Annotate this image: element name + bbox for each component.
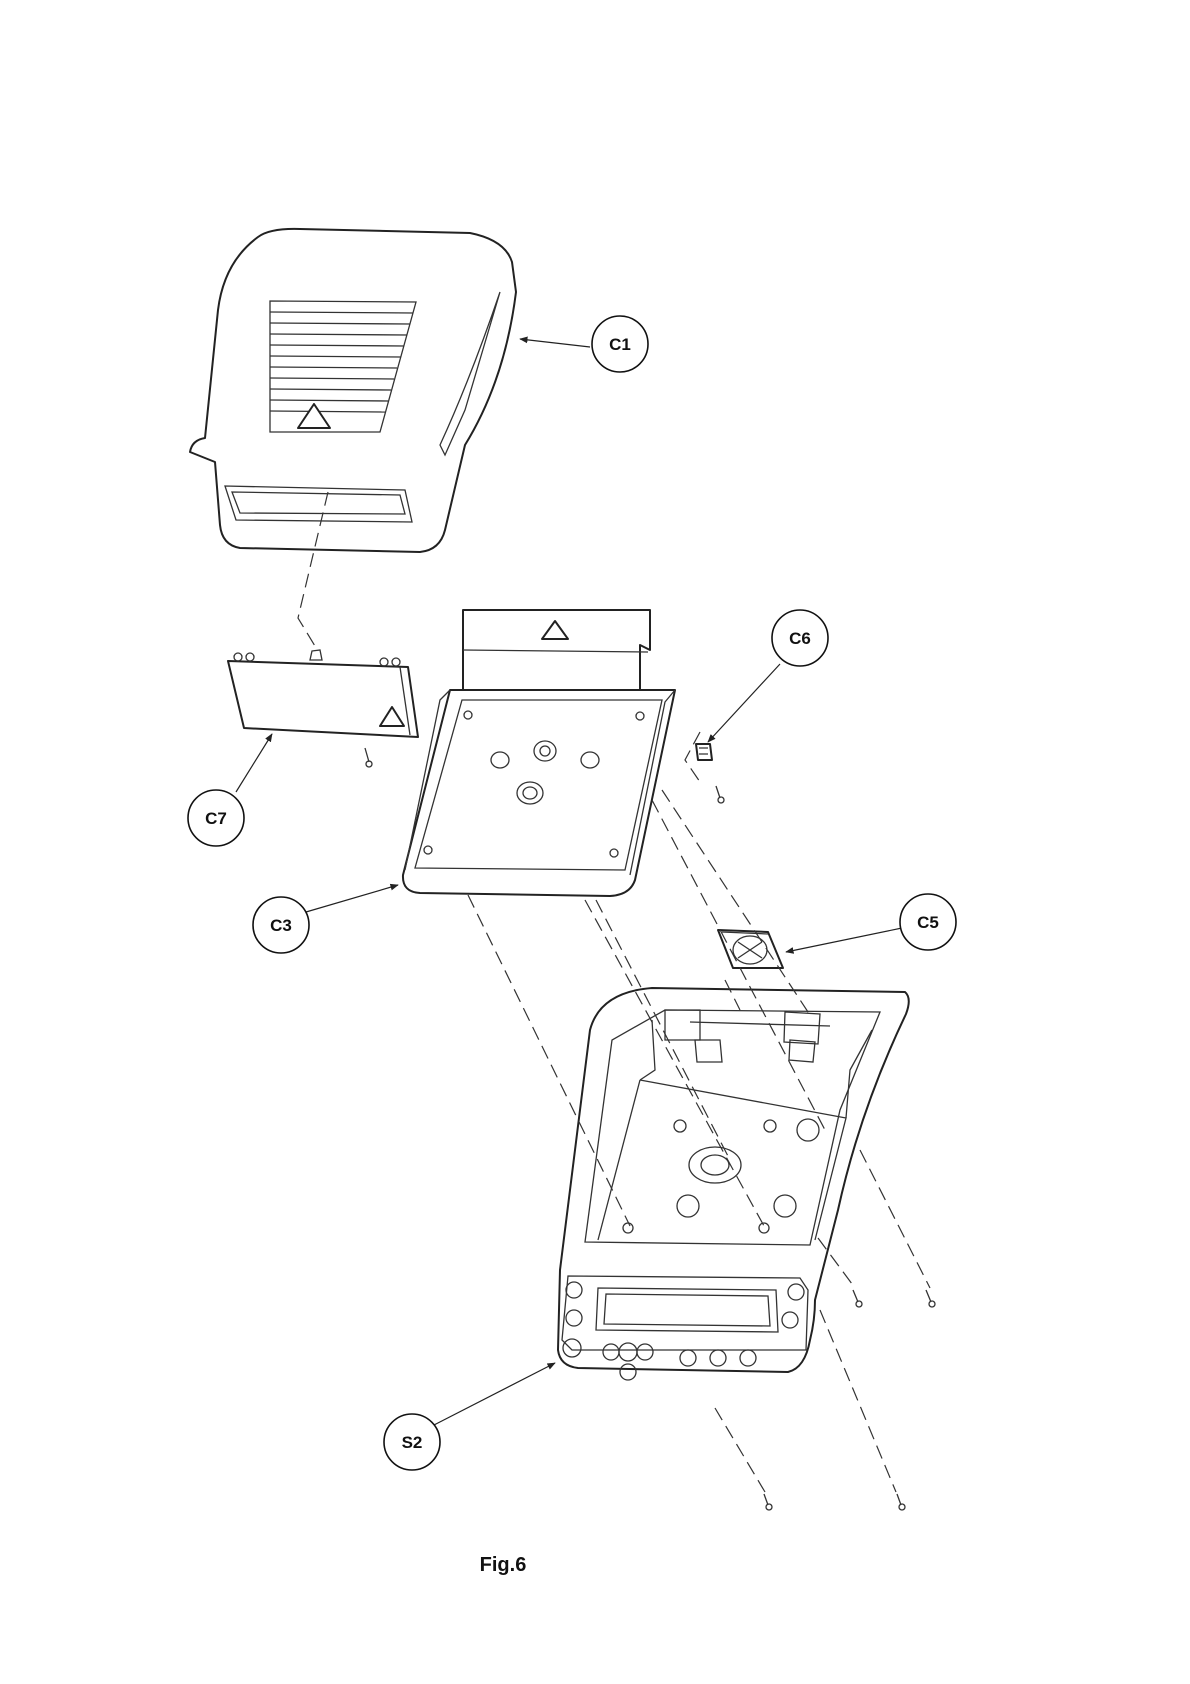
callout-c1-label: C1 (609, 335, 631, 354)
callout-c5-label: C5 (917, 913, 939, 932)
switch-part (696, 744, 724, 803)
callout-c6: C6 (708, 610, 828, 742)
callout-c1: C1 (520, 316, 648, 372)
callout-s2-label: S2 (402, 1433, 423, 1452)
chamber-tray-part (403, 610, 675, 896)
top-cover-part (190, 229, 516, 552)
figure-caption: Fig.6 (480, 1554, 527, 1576)
front-panel-part (228, 650, 418, 767)
fan-part (718, 930, 783, 968)
callout-c3: C3 (253, 885, 398, 953)
callout-c3-label: C3 (270, 916, 292, 935)
base-housing-part (558, 988, 935, 1510)
callout-c7-label: C7 (205, 809, 227, 828)
callout-s2: S2 (384, 1363, 555, 1470)
callout-c7: C7 (188, 734, 272, 846)
callout-c5: C5 (786, 894, 956, 952)
callout-c6-label: C6 (789, 629, 811, 648)
